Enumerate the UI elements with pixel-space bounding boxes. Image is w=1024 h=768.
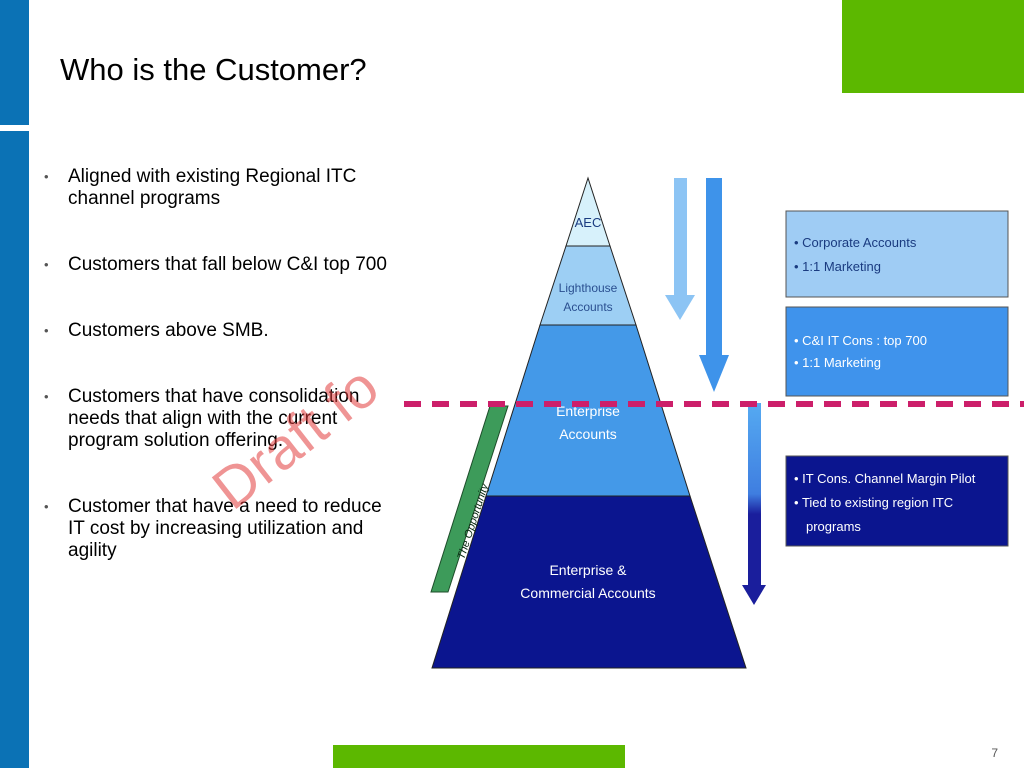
box-line: programs xyxy=(806,519,861,534)
pyramid-tier-commercial xyxy=(431,495,747,669)
box-line: Tied to existing region ITC xyxy=(802,495,953,510)
pyramid-tier-aec xyxy=(565,176,611,247)
bullet-item: Customers that fall below C&I top 700 xyxy=(44,254,394,276)
top-right-green-block xyxy=(842,0,1024,93)
svg-text:• Corporate Accounts: • Corporate Accounts xyxy=(794,235,917,250)
bullet-item: Aligned with existing Regional ITC chann… xyxy=(44,166,394,210)
info-box-cni: • C&I IT Cons : top 700 • 1:1 Marketing xyxy=(785,306,1009,397)
page-number: 7 xyxy=(991,746,998,760)
tier-label-commercial-2: Commercial Accounts xyxy=(520,585,655,601)
box-line: IT Cons. Channel Margin Pilot xyxy=(802,471,976,486)
left-accent-bar-bottom xyxy=(0,131,29,768)
down-arrow-light-icon xyxy=(665,178,695,320)
info-box-it-cons: • IT Cons. Channel Margin Pilot • Tied t… xyxy=(785,455,1009,547)
tier-label-lighthouse-2: Accounts xyxy=(563,300,612,314)
box-line: Corporate Accounts xyxy=(802,235,917,250)
tier-label-aec: AEC xyxy=(575,215,602,230)
left-accent-bar-top xyxy=(0,0,29,125)
bottom-green-block xyxy=(333,745,625,768)
tier-label-enterprise-2: Accounts xyxy=(559,426,617,442)
box-line: C&I IT Cons : top 700 xyxy=(802,333,927,348)
bullet-item: Customers above SMB. xyxy=(44,320,394,342)
bullet-item: Customer that have a need to reduce IT c… xyxy=(44,496,394,562)
svg-text:• 1:1 Marketing: • 1:1 Marketing xyxy=(794,355,881,370)
box-line: 1:1 Marketing xyxy=(802,259,881,274)
svg-text:• 1:1 Marketing: • 1:1 Marketing xyxy=(794,259,881,274)
box-line: 1:1 Marketing xyxy=(802,355,881,370)
svg-text:• C&I IT Cons : top 700: • C&I IT Cons : top 700 xyxy=(794,333,927,348)
down-arrow-dark-icon xyxy=(742,403,766,605)
bullet-list: Aligned with existing Regional ITC chann… xyxy=(44,166,394,606)
tier-label-lighthouse-1: Lighthouse xyxy=(559,281,618,295)
info-box-corporate: • Corporate Accounts • 1:1 Marketing xyxy=(785,210,1009,298)
down-arrow-medium-icon xyxy=(699,178,729,392)
tier-label-commercial-1: Enterprise & xyxy=(549,562,627,578)
bullet-item: Customers that have consolidation needs … xyxy=(44,386,394,452)
slide-title: Who is the Customer? xyxy=(60,52,367,87)
svg-text:• IT Cons. Channel Margin Pilo: • IT Cons. Channel Margin Pilot xyxy=(794,471,976,486)
svg-text:• Tied to existing region ITC: • Tied to existing region ITC xyxy=(794,495,953,510)
